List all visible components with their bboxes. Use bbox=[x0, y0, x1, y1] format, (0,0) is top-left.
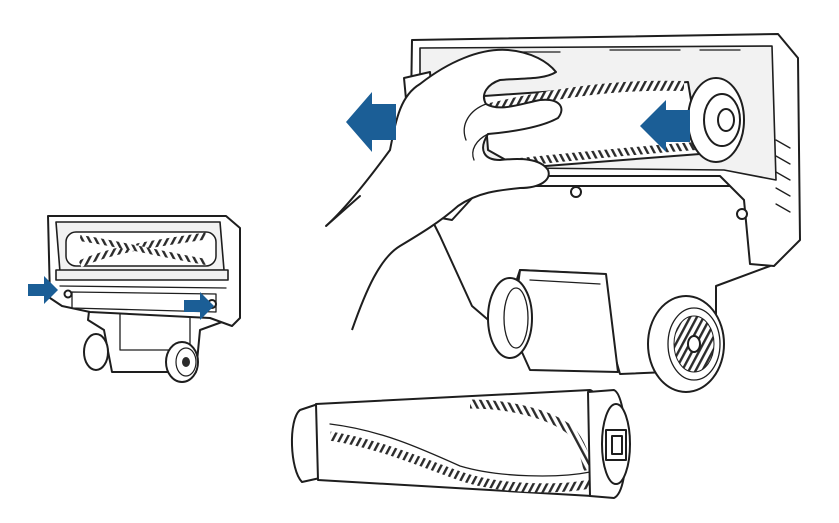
small-floor-head bbox=[47, 215, 241, 383]
small-head-brushroll bbox=[65, 231, 217, 268]
small-head-wheel-right bbox=[165, 341, 199, 383]
small-head-front-bar bbox=[55, 269, 229, 281]
arrow-right-icon bbox=[184, 292, 214, 320]
large-head-wheel-left bbox=[487, 277, 533, 359]
brushroll bbox=[291, 389, 631, 499]
small-head-wheel-left bbox=[83, 333, 109, 371]
hand-outline bbox=[325, 48, 563, 331]
arrow-left-icon bbox=[346, 92, 396, 152]
large-head-end-cap bbox=[687, 77, 745, 163]
brushroll-right-cap bbox=[587, 389, 631, 499]
hand bbox=[325, 48, 563, 331]
arrow-left-icon bbox=[640, 100, 690, 152]
arrow-right-icon bbox=[28, 276, 58, 304]
brushroll-left-cap bbox=[291, 403, 321, 483]
large-head-wheel-right bbox=[647, 295, 725, 393]
